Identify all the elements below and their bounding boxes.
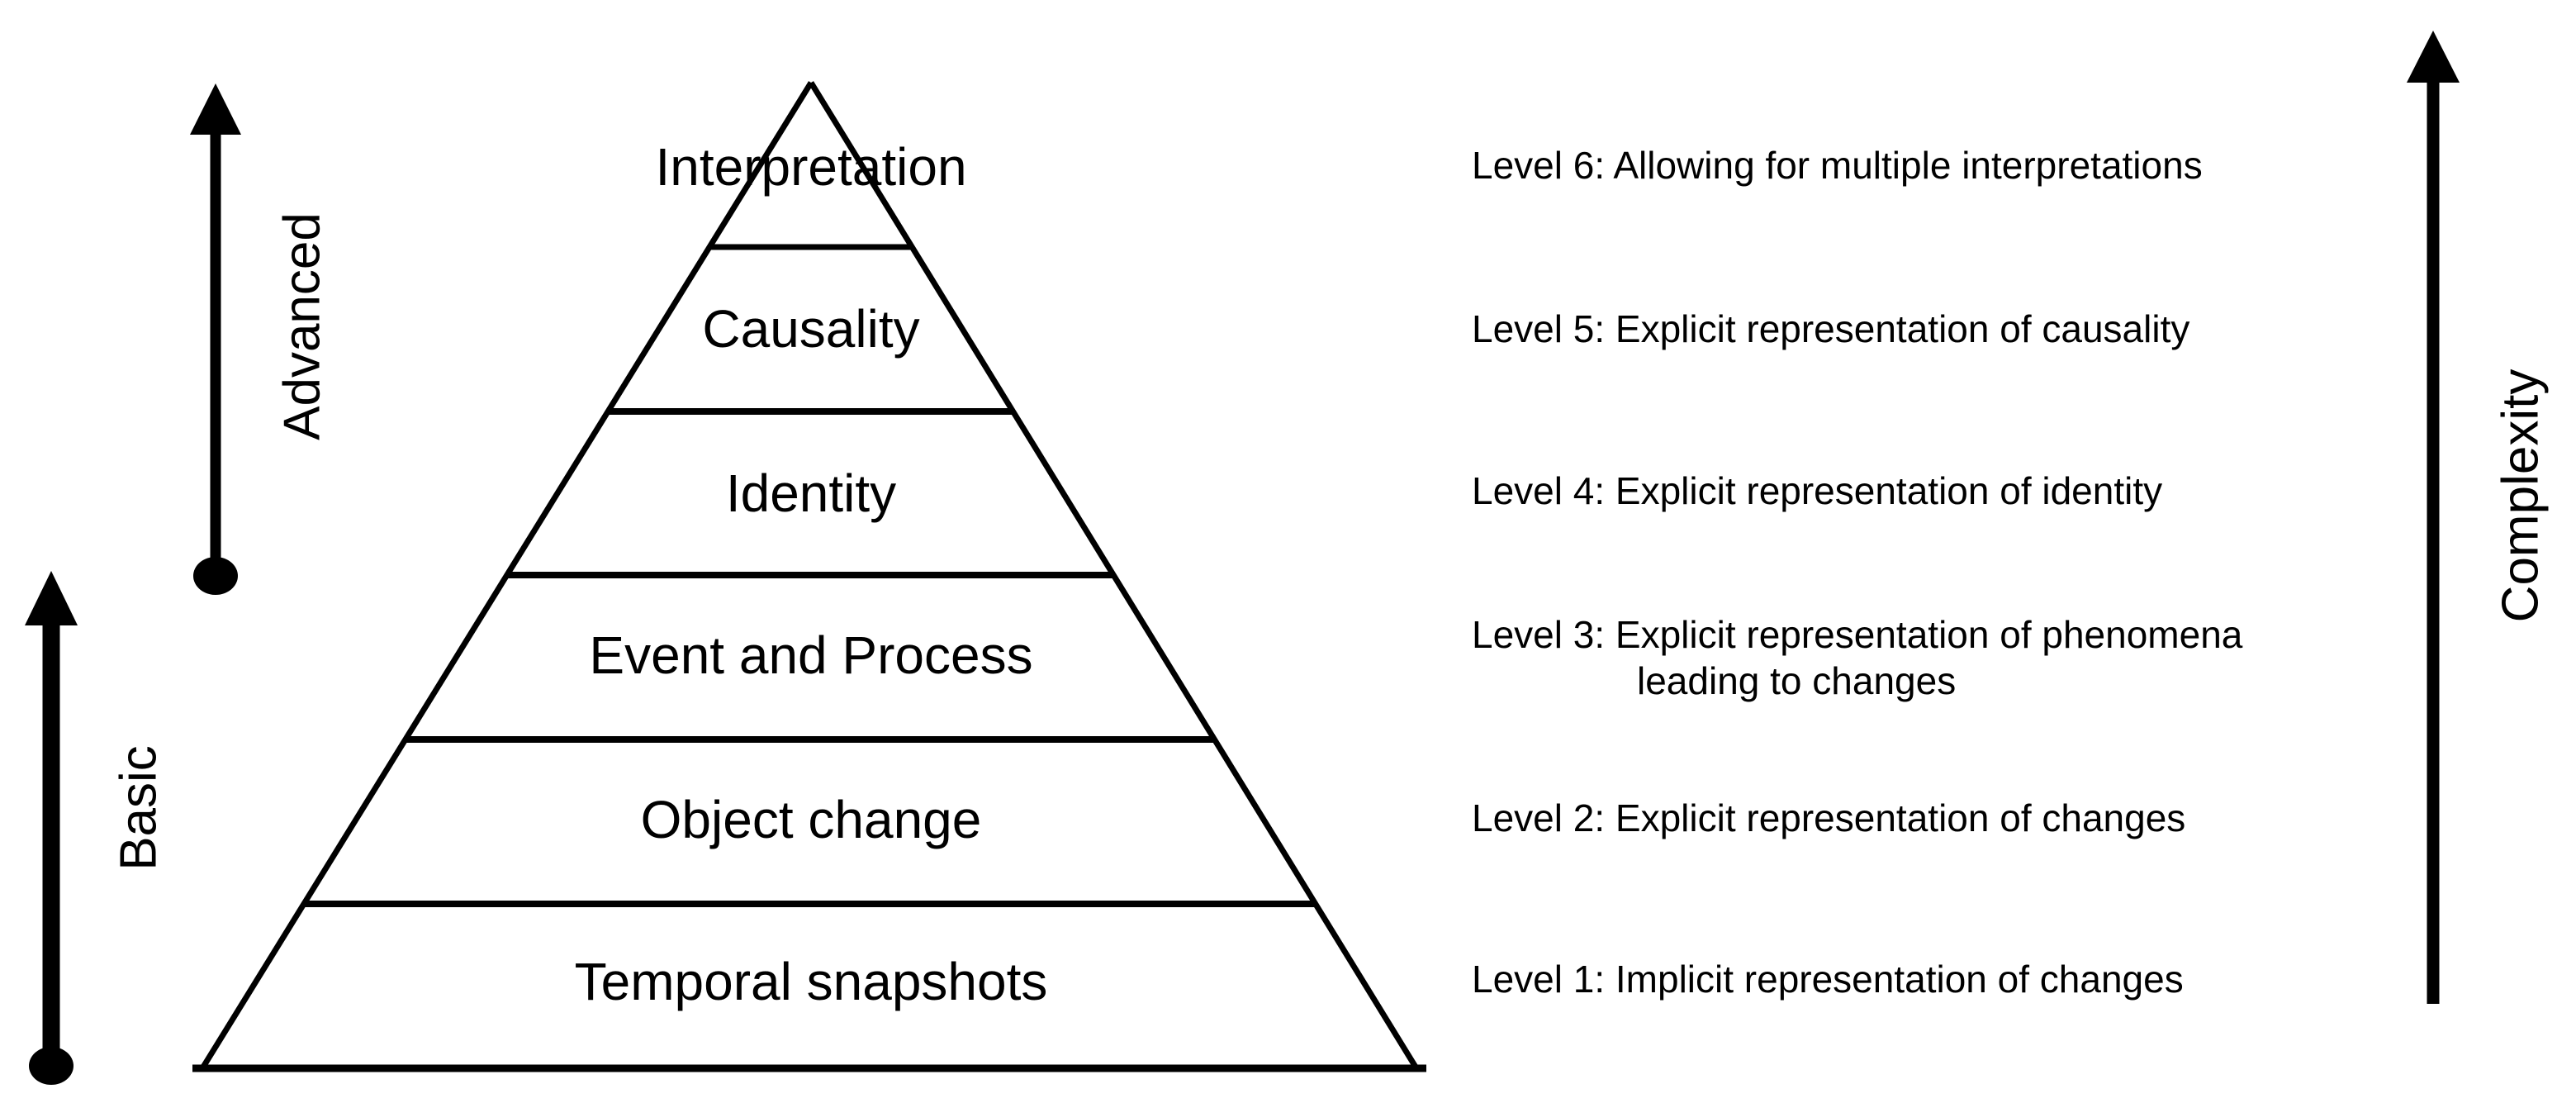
pyramid-level-label-causality: Causality — [702, 299, 920, 359]
level-description-2: Level 2: Explicit representation of chan… — [1472, 796, 2186, 839]
advanced-arrow-origin-dot — [193, 557, 238, 595]
basic-axis-label: Basic — [110, 745, 168, 871]
level-description-3: Level 3: Explicit representation of phen… — [1472, 611, 2242, 704]
complexity-axis-label: Complexity — [2492, 368, 2550, 623]
level-description-1: Level 1: Implicit representation of chan… — [1472, 958, 2184, 1001]
level-description-3-line-1: Level 3: Explicit representation of phen… — [1472, 613, 2243, 656]
advanced-axis-label: Advanced — [273, 212, 331, 440]
pyramid-level-dividers — [304, 244, 1316, 907]
pyramid-level-label-identity: Identity — [725, 464, 897, 523]
advanced-arrow — [190, 83, 241, 595]
level-description-4: Level 4: Explicit representation of iden… — [1472, 469, 2163, 512]
level-description-5: Level 5: Explicit representation of caus… — [1472, 307, 2190, 350]
level-description-3-line-2: leading to changes — [1637, 659, 1957, 702]
pyramid-level-label-event-and-process: Event and Process — [589, 625, 1033, 685]
basic-arrowhead-icon — [25, 571, 78, 625]
complexity-arrow — [2407, 31, 2460, 1004]
pyramid-level-label-temporal-snapshots: Temporal snapshots — [574, 952, 1048, 1011]
complexity-arrowhead-icon — [2407, 31, 2460, 83]
basic-arrow — [25, 571, 78, 1085]
advanced-arrowhead-icon — [190, 83, 241, 135]
basic-arrow-origin-dot — [29, 1047, 74, 1085]
level-description-6: Level 6: Allowing for multiple interpret… — [1472, 144, 2203, 187]
pyramid-level-label-object-change: Object change — [640, 790, 982, 849]
pyramid-level-label-interpretation: Interpretation — [655, 137, 967, 197]
